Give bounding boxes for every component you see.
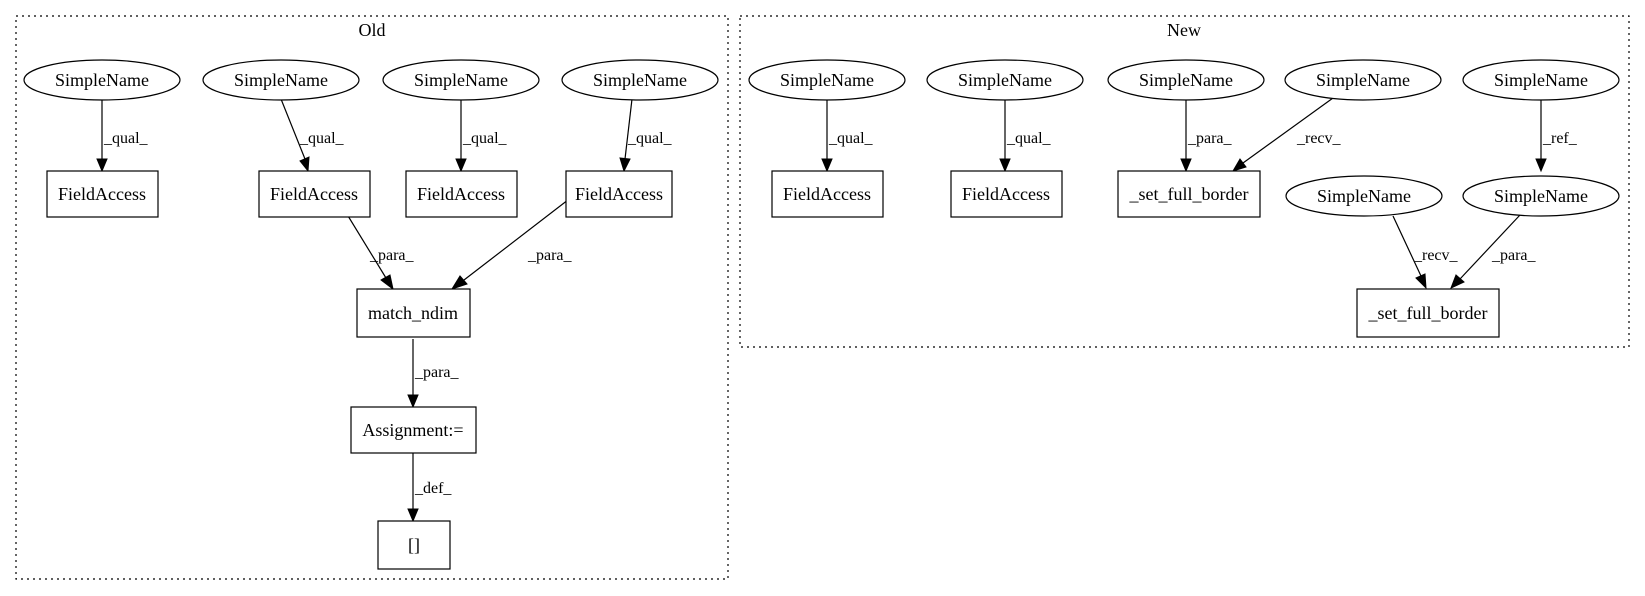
svg-text:_set_full_border: _set_full_border (1129, 184, 1249, 204)
node-simplename: SimpleName (1285, 175, 1443, 217)
edge-new-sn2-fa2: _qual_ (999, 99, 1052, 173)
edge-old-sn1-fa1: _qual_ (96, 99, 149, 173)
node-fieldaccess: FieldAccess (46, 170, 159, 218)
svg-text:FieldAccess: FieldAccess (417, 184, 505, 204)
node-fieldaccess: FieldAccess (405, 170, 518, 218)
edge-label: _qual_ (462, 130, 508, 147)
node-simplename: SimpleName (748, 59, 906, 101)
cluster-old-title: Old (359, 20, 386, 40)
node-fieldaccess: FieldAccess (950, 170, 1063, 218)
edge-label: _qual_ (1006, 130, 1052, 147)
svg-text:FieldAccess: FieldAccess (783, 184, 871, 204)
svg-text:[]: [] (408, 535, 420, 555)
edge-label: _para_ (1491, 247, 1537, 264)
svg-text:SimpleName: SimpleName (1316, 70, 1410, 90)
cluster-new-title: New (1167, 20, 1201, 40)
edge-new-sn4-sfb1: _recv_ (1231, 97, 1342, 172)
node-array-access: [] (377, 520, 451, 570)
edge-label: _qual_ (299, 130, 345, 147)
edge-label: _para_ (369, 247, 415, 264)
svg-text:SimpleName: SimpleName (593, 70, 687, 90)
cluster-old: Old (15, 15, 729, 580)
svg-text:SimpleName: SimpleName (414, 70, 508, 90)
edge-label: _qual_ (828, 130, 874, 147)
svg-text:FieldAccess: FieldAccess (58, 184, 146, 204)
node-assignment: Assignment:= (350, 406, 477, 454)
edge-label: _para_ (1187, 130, 1233, 147)
svg-text:_set_full_border: _set_full_border (1368, 303, 1488, 323)
node-fieldaccess: FieldAccess (565, 170, 673, 218)
node-simplename: SimpleName (1107, 59, 1265, 101)
svg-text:SimpleName: SimpleName (1139, 70, 1233, 90)
node-simplename: SimpleName (1462, 59, 1620, 101)
svg-text:FieldAccess: FieldAccess (270, 184, 358, 204)
edge-old-fa4-match: _para_ (450, 192, 578, 290)
svg-text:SimpleName: SimpleName (55, 70, 149, 90)
svg-text:FieldAccess: FieldAccess (575, 184, 663, 204)
node-simplename: SimpleName (382, 59, 540, 101)
node-set-full-border: _set_full_border (1356, 288, 1500, 338)
edge-new-sn1-fa1: _qual_ (821, 99, 874, 173)
edge-label: _ref_ (1542, 130, 1578, 147)
node-fieldaccess: FieldAccess (258, 170, 371, 218)
node-simplename: SimpleName (926, 59, 1084, 101)
svg-text:SimpleName: SimpleName (1317, 186, 1411, 206)
node-simplename: SimpleName (1284, 59, 1442, 101)
edge-new-sn7-sfb2: _para_ (1450, 214, 1537, 289)
svg-text:SimpleName: SimpleName (958, 70, 1052, 90)
edge-old-sn2-fa2: _qual_ (280, 98, 345, 173)
edge-label: _recv_ (1296, 130, 1342, 147)
svg-text:SimpleName: SimpleName (1494, 186, 1588, 206)
svg-text:SimpleName: SimpleName (780, 70, 874, 90)
cluster-new: New (739, 15, 1630, 348)
svg-text:SimpleName: SimpleName (1494, 70, 1588, 90)
node-set-full-border: _set_full_border (1117, 170, 1261, 218)
edge-label: _recv_ (1413, 247, 1459, 264)
node-simplename: SimpleName (202, 59, 360, 101)
node-fieldaccess: FieldAccess (771, 170, 884, 218)
node-simplename: SimpleName (561, 59, 719, 101)
edge-old-sn3-fa3: _qual_ (455, 99, 508, 173)
edge-label: _qual_ (627, 130, 673, 147)
edge-label: _qual_ (103, 130, 149, 147)
node-simplename: SimpleName (1462, 175, 1620, 217)
edge-label: _def_ (414, 480, 452, 497)
node-match-ndim: match_ndim (356, 288, 471, 338)
svg-text:match_ndim: match_ndim (368, 303, 458, 323)
node-simplename: SimpleName (23, 59, 181, 101)
edge-label: _para_ (527, 247, 573, 264)
edge-label: _para_ (414, 364, 460, 381)
edge-old-assign-arr: _def_ (407, 453, 452, 523)
svg-text:FieldAccess: FieldAccess (962, 184, 1050, 204)
svg-text:SimpleName: SimpleName (234, 70, 328, 90)
edge-new-sn5-sn7: _ref_ (1535, 99, 1578, 173)
edge-old-match-assign: _para_ (407, 339, 460, 409)
edge-new-sn3-sfb1: _para_ (1180, 99, 1233, 173)
edge-old-sn4-fa4: _qual_ (619, 98, 673, 173)
svg-text:Assignment:=: Assignment:= (362, 420, 463, 440)
edge-new-sn6-sfb2: _recv_ (1392, 215, 1459, 290)
